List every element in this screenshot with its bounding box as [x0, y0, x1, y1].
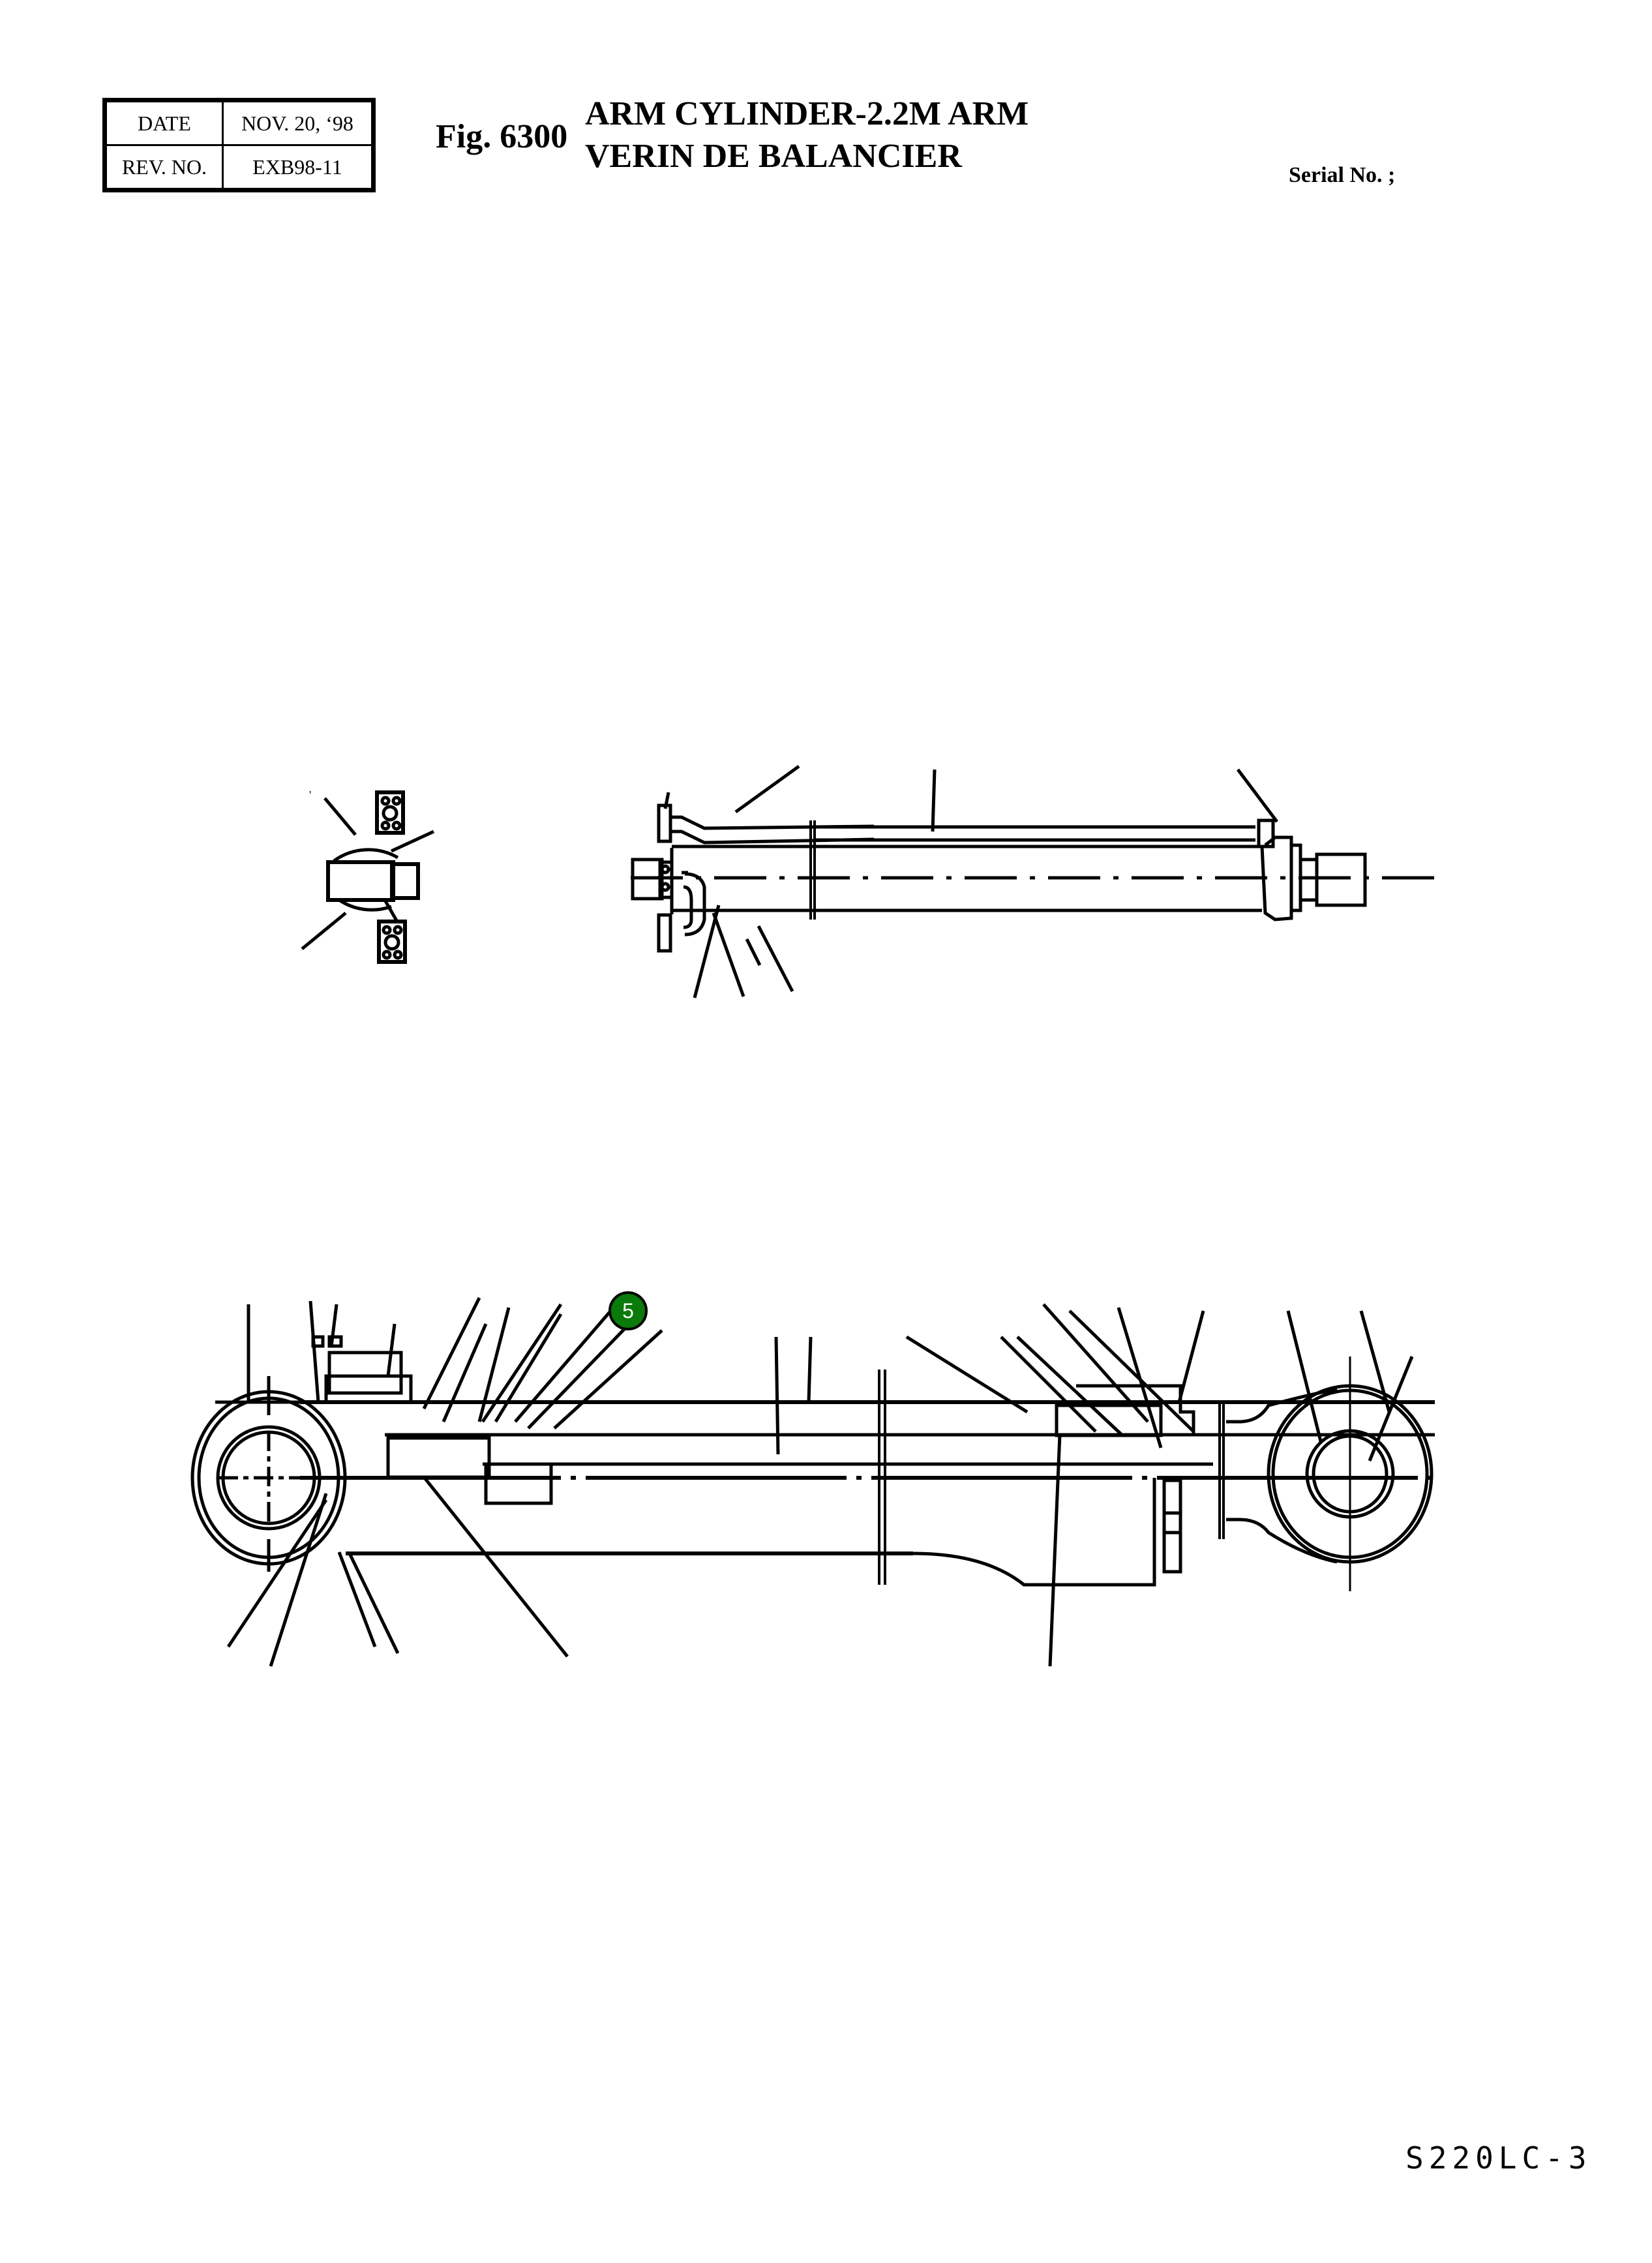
date-label: DATE [104, 99, 224, 146]
svg-text:': ' [309, 788, 311, 802]
model-number: S220LC-3 [1405, 2140, 1592, 2176]
callout-badge-5[interactable]: 5 [608, 1291, 648, 1330]
date-value: NOV. 20, ‘98 [222, 99, 374, 146]
callout-number: 5 [622, 1298, 634, 1323]
title-english: ARM CYLINDER-2.2M ARM [585, 95, 1029, 132]
figure-number: Fig. 6300 [436, 118, 568, 155]
section-view-drawing [190, 1296, 1441, 1667]
rev-value: EXB98-11 [222, 144, 374, 191]
side-view-drawing [631, 764, 1441, 998]
serial-number-label: Serial No. ; [1289, 163, 1396, 187]
end-view-drawing: ' [301, 788, 435, 964]
revision-table: DATE NOV. 20, ‘98 REV. NO. EXB98-11 [102, 98, 376, 192]
rev-label: REV. NO. [104, 144, 224, 191]
title-french: VERIN DE BALANCIER [585, 138, 962, 175]
